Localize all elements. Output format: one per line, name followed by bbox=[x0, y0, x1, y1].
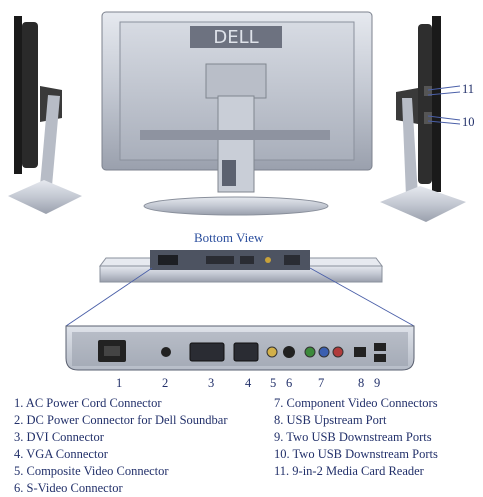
back-view: DELL bbox=[101, 11, 373, 216]
legend-item: 9. Two USB Downstream Ports bbox=[274, 430, 432, 444]
legend-item: 5. Composite Video Connector bbox=[14, 464, 169, 478]
component-port-y bbox=[304, 346, 316, 358]
connector-number-5: 5 bbox=[270, 376, 277, 390]
callout-11: 11 bbox=[462, 82, 475, 96]
connector-number-3: 3 bbox=[208, 376, 215, 390]
legend-item: 11. 9-in-2 Media Card Reader bbox=[274, 464, 424, 478]
connector-number-4: 4 bbox=[245, 376, 252, 390]
connector-number-2: 2 bbox=[162, 376, 169, 390]
usb-upstream-port bbox=[354, 347, 366, 357]
legend-item: 7. Component Video Connectors bbox=[274, 396, 438, 410]
bottom-view-title: Bottom View bbox=[194, 230, 264, 245]
component-port-pb bbox=[318, 346, 330, 358]
legend-item: 3. DVI Connector bbox=[14, 430, 104, 444]
vga-port bbox=[233, 342, 259, 362]
zoomed-connector-panel bbox=[65, 325, 415, 371]
right-side-view bbox=[380, 16, 466, 222]
component-port-pr bbox=[332, 346, 344, 358]
legend-item: 6. S-Video Connector bbox=[14, 481, 123, 495]
legend-item: 4. VGA Connector bbox=[14, 447, 108, 461]
callout-10: 10 bbox=[462, 115, 475, 129]
composite-port bbox=[266, 346, 278, 358]
side-callout-lines bbox=[427, 85, 461, 125]
legend-item: 8. USB Upstream Port bbox=[274, 413, 387, 427]
connector-number-9: 9 bbox=[374, 376, 381, 390]
legend-item: 10. Two USB Downstream Ports bbox=[274, 447, 438, 461]
svideo-port bbox=[283, 346, 295, 358]
connector-number-1: 1 bbox=[116, 376, 123, 390]
svg-text:DELL: DELL bbox=[213, 27, 258, 48]
usb-downstream-port-a bbox=[374, 343, 386, 351]
legend-item: 1. AC Power Cord Connector bbox=[14, 396, 162, 410]
dc-power-port bbox=[161, 347, 171, 357]
connector-number-8: 8 bbox=[358, 376, 365, 390]
legend-item: 2. DC Power Connector for Dell Soundbar bbox=[14, 413, 228, 427]
connector-number-6: 6 bbox=[286, 376, 293, 390]
usb-downstream-port-b bbox=[374, 354, 386, 362]
zoom-lines bbox=[65, 267, 415, 327]
dvi-port bbox=[189, 342, 225, 362]
left-side-view bbox=[8, 16, 82, 214]
bottom-view-strip bbox=[99, 250, 383, 283]
connector-number-7: 7 bbox=[318, 376, 325, 390]
